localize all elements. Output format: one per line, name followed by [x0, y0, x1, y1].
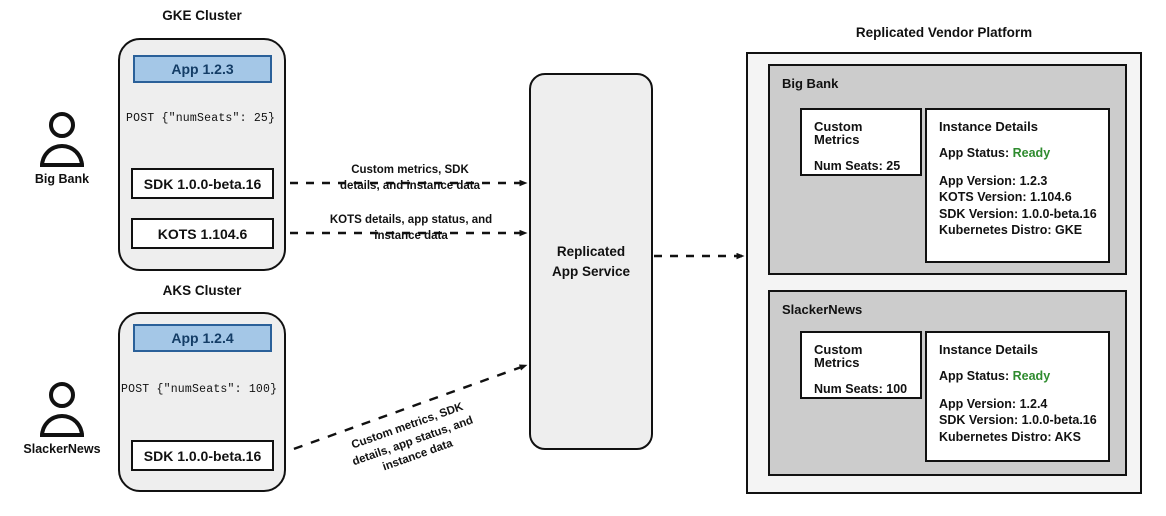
edge-label-aks-to-service: Custom metrics, SDK details, app status,… [325, 391, 501, 492]
tenant-slackernews-name: SlackerNews [782, 302, 863, 317]
actor-big-bank-label: Big Bank [34, 172, 90, 186]
person-body-icon [40, 414, 84, 437]
edge-label-kots-to-service: KOTS details, app status, and instance d… [329, 214, 493, 242]
service-line-1: Replicated [556, 243, 626, 259]
gke-sdk-box[interactable]: SDK 1.0.0-beta.16 [131, 168, 274, 199]
gke-post-label: POST {"numSeats": 25} [126, 112, 276, 125]
app-version-row: App Version: 1.2.4 [939, 396, 1048, 411]
actor-big-bank: Big Bank [35, 112, 89, 186]
spacer [939, 164, 1096, 175]
big-bank-custom-metrics-panel: Custom Metrics Num Seats: 25 [800, 108, 922, 176]
slackernews-custom-metrics-panel: Custom Metrics Num Seats: 100 [800, 331, 922, 399]
app-status-label: App Status: [939, 369, 1010, 383]
app-status-value: Ready [1012, 369, 1051, 383]
actor-slackernews-label: SlackerNews [23, 442, 101, 456]
app-status-row: App Status: Ready [939, 370, 1096, 383]
custom-metrics-title: Custom Metrics [814, 119, 863, 147]
replicated-app-service-box[interactable]: Replicated App Service [529, 73, 653, 450]
gke-cluster-title: GKE Cluster [162, 8, 242, 23]
instance-details-title: Instance Details [939, 342, 1038, 357]
big-bank-instance-details-panel: Instance Details App Status: Ready App V… [925, 108, 1110, 263]
gke-kots-box[interactable]: KOTS 1.104.6 [131, 218, 274, 249]
num-seats-row: Num Seats: 100 [814, 382, 908, 396]
kots-version-row: KOTS Version: 1.104.6 [939, 190, 1072, 204]
app-version-row: App Version: 1.2.3 [939, 173, 1048, 188]
person-head-icon [49, 382, 75, 408]
num-seats-row: Num Seats: 25 [814, 159, 901, 173]
actor-slackernews: SlackerNews [23, 382, 101, 456]
slackernews-instance-details-panel: Instance Details App Status: Ready App V… [925, 331, 1110, 462]
aks-cluster-title: AKS Cluster [162, 283, 242, 298]
platform-title: Replicated Vendor Platform [855, 25, 1033, 40]
aks-app-box[interactable]: App 1.2.4 [133, 324, 272, 352]
app-status-row: App Status: Ready [939, 147, 1096, 160]
edge-label-sdk-to-service: Custom metrics, SDK details, and instanc… [340, 164, 480, 192]
person-body-icon [40, 144, 84, 167]
app-status-value: Ready [1012, 146, 1051, 160]
app-status-label: App Status: [939, 146, 1010, 160]
gke-app-box[interactable]: App 1.2.3 [133, 55, 272, 83]
sdk-version-row: SDK Version: 1.0.0-beta.16 [939, 206, 1097, 221]
kubernetes-distro-row: Kubernetes Distro: AKS [939, 429, 1081, 444]
instance-details-title: Instance Details [939, 119, 1038, 134]
custom-metrics-title: Custom Metrics [814, 342, 863, 370]
service-line-2: App Service [551, 263, 631, 279]
sdk-version-row: SDK Version: 1.0.0-beta.16 [939, 413, 1097, 427]
person-head-icon [49, 112, 75, 138]
aks-sdk-box[interactable]: SDK 1.0.0-beta.16 [131, 440, 274, 471]
spacer [939, 387, 1096, 398]
tenant-big-bank-name: Big Bank [782, 76, 839, 91]
kubernetes-distro-row: Kubernetes Distro: GKE [939, 223, 1083, 237]
aks-post-label: POST {"numSeats": 100} [121, 383, 278, 396]
